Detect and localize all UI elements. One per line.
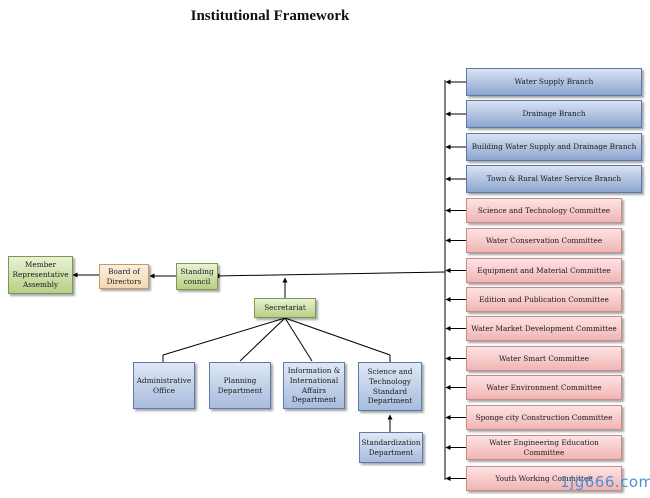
committee-box: Water Smart Committee <box>466 346 622 371</box>
committee-label: Science and Technology Committee <box>477 205 611 215</box>
administrative-office-box: Administrative Office <box>133 362 195 409</box>
committee-box: Water Market Development Committee <box>466 316 622 341</box>
committee-box: Water Conservation Committee <box>466 228 622 253</box>
board-of-directors-label: Board of Directors <box>106 266 142 286</box>
watermark-text: 1jg666.com <box>560 473 650 491</box>
diagram-title: Institutional Framework <box>190 8 350 24</box>
secretariat-label: Secretariat <box>264 303 306 313</box>
department-label: Administrative Office <box>136 375 192 395</box>
department-label: Standardization Department <box>361 437 421 457</box>
member-assembly-box: Member Representative Assembly <box>8 256 73 294</box>
information-international-affairs-box: Information & International Affairs Depa… <box>283 362 345 409</box>
committee-label: Equipment and Material Committee <box>477 265 611 275</box>
committee-label: Sponge city Construction Committee <box>475 412 613 422</box>
department-label: Planning Department <box>217 375 263 395</box>
branch-label: Building Water Supply and Drainage Branc… <box>471 142 637 152</box>
committee-box: Water Engineering Education Committee <box>466 435 622 460</box>
board-of-directors-box: Board of Directors <box>99 264 149 289</box>
committee-label: Edition and Publication Committee <box>479 294 609 304</box>
branch-label: Drainage Branch <box>522 109 586 119</box>
science-technology-standard-box: Science and Technology Standard Departme… <box>358 362 422 411</box>
committee-box: Edition and Publication Committee <box>466 287 622 312</box>
committee-label: Water Conservation Committee <box>485 235 603 245</box>
member-assembly-label: Member Representative Assembly <box>12 260 69 289</box>
committee-box: Equipment and Material Committee <box>466 258 622 283</box>
committee-label: Water Environment Committee <box>486 382 602 392</box>
bus-to-council-arrow <box>214 271 446 279</box>
branch-box: Drainage Branch <box>466 100 642 128</box>
branch-box: Town & Rural Water Service Branch <box>466 165 642 193</box>
committee-label: Water Smart Committee <box>499 353 589 363</box>
planning-department-box: Planning Department <box>209 362 271 409</box>
committee-label: Youth Working Committee <box>495 473 593 483</box>
department-label: Science and Technology Standard Departme… <box>367 366 413 406</box>
committee-label: Water Market Development Committee <box>471 323 617 333</box>
committee-box: Sponge city Construction Committee <box>466 405 622 430</box>
committee-box: Science and Technology Committee <box>466 198 622 223</box>
committee-box: Youth Working Committee <box>466 466 622 491</box>
branch-box: Water Supply Branch <box>466 68 642 96</box>
standing-council-label: Standing council <box>180 266 214 286</box>
department-label: Information & International Affairs Depa… <box>287 365 341 405</box>
branch-label: Water Supply Branch <box>514 77 594 87</box>
secretariat-box: Secretariat <box>254 298 316 318</box>
standardization-department-box: Standardization Department <box>359 432 423 463</box>
standing-council-box: Standing council <box>176 263 218 290</box>
branch-label: Town & Rural Water Service Branch <box>486 174 622 184</box>
committee-box: Water Environment Committee <box>466 375 622 400</box>
committee-label: Water Engineering Education Committee <box>489 437 599 457</box>
branch-box: Building Water Supply and Drainage Branc… <box>466 133 642 161</box>
